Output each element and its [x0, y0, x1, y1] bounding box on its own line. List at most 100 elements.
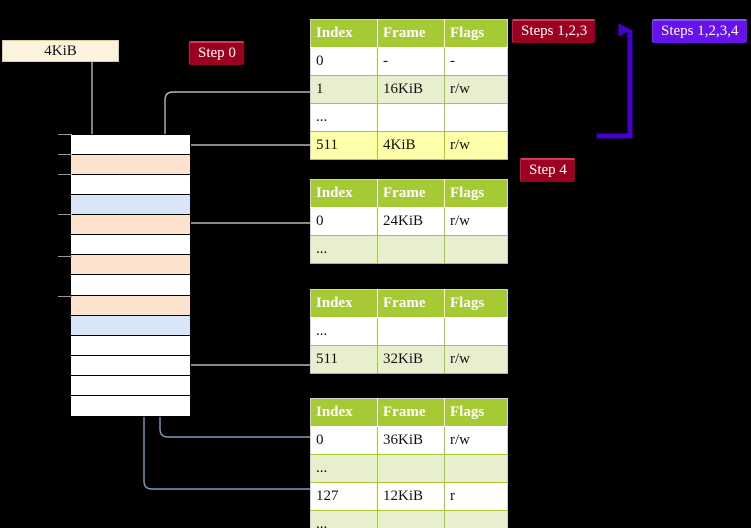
table-cell: 127 — [310, 482, 378, 511]
badge-steps-123: Steps 1,2,3 — [512, 19, 596, 43]
table-cell: 511 — [310, 131, 378, 160]
table-cell: ... — [310, 454, 378, 483]
table-cell: ... — [310, 510, 378, 528]
column-header-flags: Flags — [444, 179, 508, 208]
connector-l2-link — [181, 222, 310, 266]
table-cell — [377, 317, 445, 346]
tick-mark — [58, 214, 72, 215]
table-cell: r/w — [444, 426, 508, 455]
table-cell: r/w — [444, 75, 508, 104]
table-cell: 24KiB — [377, 207, 445, 236]
tick-mark — [58, 174, 72, 175]
column-header-flags: Flags — [444, 398, 508, 427]
table-cell — [377, 454, 445, 483]
tick-mark — [58, 296, 72, 297]
column-header-index: Index — [310, 19, 378, 48]
table-cell: ... — [310, 235, 378, 264]
table-cell — [377, 235, 445, 264]
memory-frame — [71, 235, 190, 256]
table-row: ... — [310, 235, 508, 264]
table-cell: 32KiB — [377, 345, 445, 374]
table-cell: - — [377, 47, 445, 76]
table-row: ... — [310, 510, 508, 528]
table-cell: 0 — [310, 47, 378, 76]
memory-frame — [71, 395, 190, 416]
table-row: ... — [310, 103, 508, 132]
badge-steps-1234: Steps 1,2,3,4 — [652, 19, 747, 43]
connector-frame-to-l1 — [181, 144, 310, 164]
table-cell: r/w — [444, 345, 508, 374]
table-cell: 12KiB — [377, 482, 445, 511]
memory-frame — [71, 255, 190, 276]
memory-frame — [71, 155, 190, 176]
table-cell — [377, 510, 445, 528]
column-header-index: Index — [310, 289, 378, 318]
connector-l3-link — [174, 314, 310, 366]
table-cell — [444, 454, 508, 483]
column-header-frame: Frame — [377, 19, 445, 48]
table-cell: r — [444, 482, 508, 511]
memory-frame — [71, 315, 190, 336]
column-header-frame: Frame — [377, 289, 445, 318]
physical-memory-column — [70, 134, 191, 417]
table-row: 0-- — [310, 47, 508, 76]
frame-size-box: 4KiB — [2, 40, 119, 62]
table-cell: 0 — [310, 207, 378, 236]
table-cell: 511 — [310, 345, 378, 374]
table-cell: 4KiB — [377, 131, 445, 160]
memory-frame — [71, 335, 190, 356]
memory-frame — [71, 135, 190, 156]
column-header-frame: Frame — [377, 398, 445, 427]
memory-frame — [71, 295, 190, 316]
table-cell: r/w — [444, 131, 508, 160]
column-header-flags: Flags — [444, 19, 508, 48]
table-cell: - — [444, 47, 508, 76]
memory-frame — [71, 195, 190, 216]
table-cell: ... — [310, 317, 378, 346]
table-cell: 36KiB — [377, 426, 445, 455]
column-header-frame: Frame — [377, 179, 445, 208]
table-cell: 1 — [310, 75, 378, 104]
memory-frame — [71, 355, 190, 376]
table-cell — [444, 103, 508, 132]
memory-frame — [71, 275, 190, 296]
table-cell — [444, 510, 508, 528]
table-cell: 0 — [310, 426, 378, 455]
tick-mark — [58, 154, 72, 155]
column-header-flags: Flags — [444, 289, 508, 318]
table-cell — [377, 103, 445, 132]
memory-frame — [71, 375, 190, 396]
column-header-index: Index — [310, 179, 378, 208]
table-cell: ... — [310, 103, 378, 132]
table-cell: 16KiB — [377, 75, 445, 104]
table-cell — [444, 317, 508, 346]
table-cell: r/w — [444, 207, 508, 236]
badge-step-0: Step 0 — [189, 41, 244, 65]
bracket-steps-1234 — [597, 23, 633, 139]
table-row: ... — [310, 454, 508, 483]
memory-frame — [71, 215, 190, 236]
tick-mark — [58, 256, 72, 257]
table-cell — [444, 235, 508, 264]
tick-mark — [58, 134, 72, 135]
column-header-index: Index — [310, 398, 378, 427]
table-row: ... — [310, 317, 508, 346]
